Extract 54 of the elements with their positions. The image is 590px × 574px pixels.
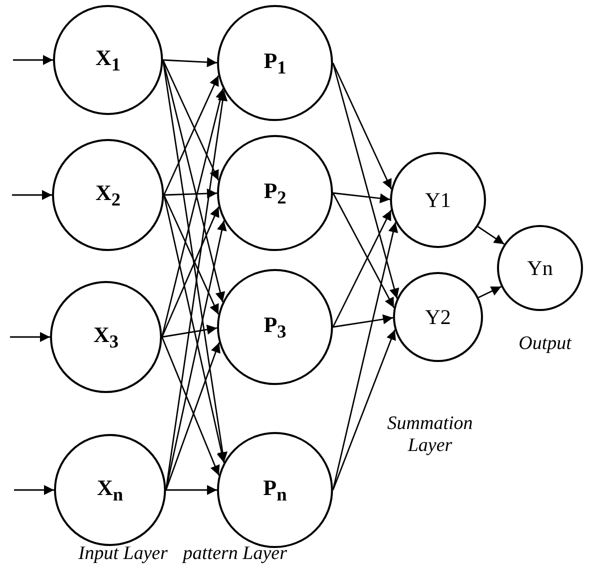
arrow (332, 192, 390, 204)
arrow (332, 210, 392, 328)
arrow (164, 188, 218, 199)
arrow (163, 194, 227, 463)
arrow (161, 88, 226, 338)
arrow (332, 330, 396, 490)
neuron-circle (217, 432, 333, 548)
layer-label: pattern Layer (181, 543, 288, 565)
arrow (12, 190, 52, 200)
neuron-circle (50, 281, 162, 393)
arrow (14, 485, 54, 495)
node-label: P$_{3}$ (264, 312, 286, 342)
arrow (162, 60, 228, 462)
neuron-circle (54, 434, 166, 546)
node-label: P$_{2}$ (264, 178, 286, 208)
neuron-circle (217, 269, 333, 385)
arrow (165, 342, 220, 490)
arrow (161, 336, 220, 476)
node-label: Y1 (425, 188, 451, 212)
node-label: Y2 (425, 304, 451, 330)
arrow (162, 324, 218, 338)
arrow (13, 55, 53, 65)
neuron-circle (393, 272, 483, 362)
node-label: P$_{1}$ (264, 48, 286, 78)
arrow (162, 57, 218, 68)
neuron-circle (497, 225, 583, 311)
neuron-circle (217, 135, 333, 251)
node-label: X$_{n}$ (96, 474, 124, 506)
node-label: X$_{3}$ (93, 322, 119, 352)
layer-label: Output (518, 333, 573, 355)
arrow (332, 62, 392, 190)
node-label: P$_{n}$ (263, 474, 287, 506)
neuron-circle (390, 152, 486, 248)
arrow (161, 206, 220, 338)
node-label: X$_{1}$ (95, 44, 121, 76)
layer-label: Input Layer (77, 543, 169, 565)
neuron-circle (53, 5, 163, 115)
layer-label: Summation Layer (386, 413, 474, 457)
neuron-circle (217, 5, 333, 121)
arrow (478, 286, 502, 298)
arrow (332, 314, 394, 328)
arrow (332, 62, 400, 299)
node-label: X$_{2}$ (95, 180, 121, 210)
arrow (166, 485, 217, 495)
neuron-circle (52, 139, 164, 251)
arrow (163, 75, 220, 196)
arrow (162, 60, 226, 302)
arrow (163, 194, 220, 315)
arrow (332, 222, 398, 490)
arrow (478, 226, 505, 245)
arrow (10, 332, 50, 342)
arrow (162, 60, 220, 181)
arrow (332, 192, 395, 308)
node-label: Yn (527, 256, 553, 280)
